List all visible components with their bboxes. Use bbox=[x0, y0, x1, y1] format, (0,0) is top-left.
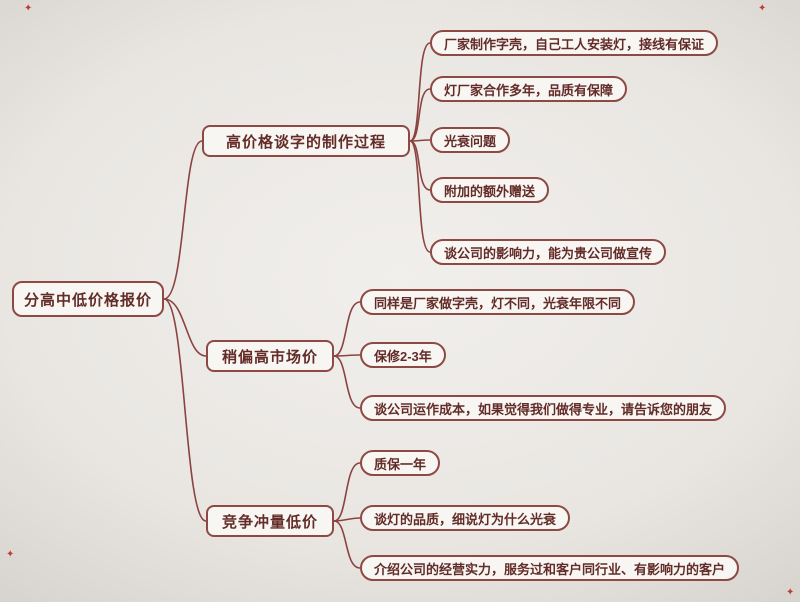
leaf-node[interactable]: 厂家制作字壳，自己工人安装灯，接线有保证 bbox=[430, 30, 719, 56]
connector-branch2-leaf1 bbox=[333, 301, 361, 357]
watermark-icon: ✦ bbox=[758, 3, 767, 14]
connector-branch2-leaf3 bbox=[333, 355, 361, 409]
watermark-icon: ✦ bbox=[6, 549, 15, 560]
branch-node-high-price[interactable]: 高价格谈字的制作过程 bbox=[202, 125, 410, 157]
branch-node-low-price[interactable]: 竞争冲量低价 bbox=[206, 505, 334, 537]
connector-branch1-leaf4 bbox=[409, 140, 431, 191]
connector-branch1-leaf5 bbox=[409, 140, 431, 253]
leaf-node[interactable]: 灯厂家合作多年，品质有保障 bbox=[430, 76, 628, 102]
watermark-icon: ✦ bbox=[786, 587, 795, 598]
connector-branch2-leaf2 bbox=[333, 354, 361, 357]
connector-root-branch1 bbox=[163, 140, 203, 300]
branch-node-slightly-high-price[interactable]: 稍偏高市场价 bbox=[206, 340, 334, 372]
connector-branch1-leaf2 bbox=[409, 88, 431, 142]
connector-branch3-leaf1 bbox=[333, 462, 361, 522]
leaf-node[interactable]: 保修2-3年 bbox=[360, 342, 446, 368]
leaf-node[interactable]: 谈公司的影响力，能为贵公司做宣传 bbox=[430, 239, 667, 265]
connector-branch3-leaf3 bbox=[333, 520, 361, 569]
leaf-node[interactable]: 附加的额外赠送 bbox=[430, 177, 550, 203]
leaf-node[interactable]: 介绍公司的经营实力，服务过和客户同行业、有影响力的客户 bbox=[360, 555, 740, 581]
root-node[interactable]: 分高中低价格报价 bbox=[12, 281, 164, 317]
connector-root-branch3 bbox=[163, 298, 207, 522]
connector-root-branch2 bbox=[163, 298, 207, 357]
watermark-icon: ✦ bbox=[24, 3, 33, 14]
leaf-node[interactable]: 光衰问题 bbox=[430, 127, 511, 153]
leaf-node[interactable]: 谈灯的品质，细说灯为什么光衰 bbox=[360, 505, 571, 531]
leaf-node[interactable]: 谈公司运作成本，如果觉得我们做得专业，请告诉您的朋友 bbox=[360, 395, 727, 421]
connector-branch1-leaf1 bbox=[409, 42, 431, 142]
leaf-node[interactable]: 同样是厂家做字壳，灯不同，光衰年限不同 bbox=[360, 289, 636, 315]
leaf-node[interactable]: 质保一年 bbox=[360, 450, 441, 476]
